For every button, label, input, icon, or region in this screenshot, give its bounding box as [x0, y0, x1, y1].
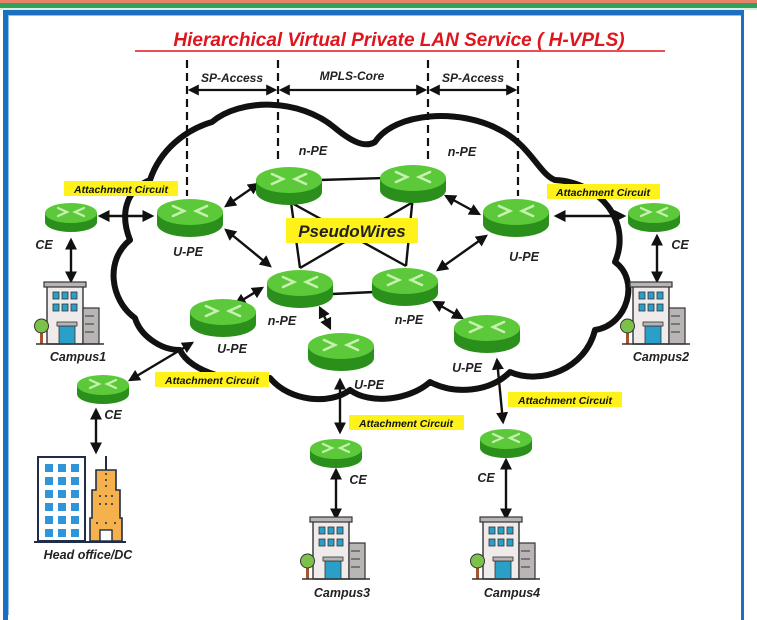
router-icon [155, 197, 225, 239]
router-npe-top-left [254, 165, 324, 207]
label-ce-campus2: CE [671, 238, 689, 252]
office-building-icon [299, 516, 371, 580]
attachment-circuit-text: Attachment Circuit [73, 184, 168, 196]
router-icon [370, 266, 440, 308]
top-band-salmon [0, 0, 757, 3]
label-ce-campus3: CE [349, 473, 367, 487]
attachment-circuit-label-campus2: Attachment Circuit [547, 184, 660, 199]
site-label-campus4: Campus4 [484, 586, 540, 600]
segment-label-sp-access-right: SP-Access [442, 71, 504, 85]
label-npe-bottom-right: n-PE [395, 313, 424, 327]
router-icon [378, 163, 448, 205]
attachment-circuit-text: Attachment Circuit [517, 395, 612, 407]
label-npe-bottom-left: n-PE [268, 314, 297, 328]
link-cehq-upe-bl [127, 341, 195, 382]
skyscraper-icon [34, 456, 126, 543]
attachment-circuit-label-head-office: Attachment Circuit [155, 372, 269, 387]
router-icon [308, 437, 364, 470]
top-band-green [0, 3, 757, 8]
campus1-building [33, 281, 105, 345]
router-ce-head-office [75, 373, 131, 406]
router-icon [452, 313, 522, 355]
pseudowires-label: PseudoWires [298, 222, 406, 241]
router-ce-campus1 [43, 201, 99, 234]
pseudowire-top [319, 176, 385, 182]
router-upe-bottom-right [452, 313, 522, 355]
router-icon [265, 268, 335, 310]
router-icon [254, 165, 324, 207]
router-ce-campus2 [626, 201, 682, 234]
router-npe-top-right [378, 163, 448, 205]
link-upe-r-npe-br [436, 234, 488, 272]
label-npe-top-right: n-PE [448, 145, 477, 159]
site-label-campus2: Campus2 [633, 350, 689, 364]
diagram-title: Hierarchical Virtual Private LAN Service… [173, 30, 624, 51]
segment-label-mpls-core: MPLS-Core [320, 69, 385, 83]
link-npe-br-upe-br [431, 300, 465, 320]
pseudowire-bottom [331, 290, 375, 296]
link-npe-tr-upe-r [443, 194, 482, 216]
label-ce-campus1: CE [35, 238, 53, 252]
segment-label-sp-access-left: SP-Access [201, 71, 263, 85]
label-ce-campus4: CE [477, 471, 495, 485]
router-icon [43, 201, 99, 234]
router-upe-bottom-left [188, 297, 258, 339]
router-ce-campus3 [308, 437, 364, 470]
router-upe-left [155, 197, 225, 239]
site-label-campus1: Campus1 [50, 350, 106, 364]
router-icon [626, 201, 682, 234]
attachment-circuit-label-campus4: Attachment Circuit [508, 392, 622, 407]
attachment-circuit-text: Attachment Circuit [555, 187, 650, 199]
pseudowires-highlight [286, 218, 418, 243]
router-npe-bottom-right [370, 266, 440, 308]
router-ce-campus4 [478, 427, 534, 460]
slide-frame-inner [8, 15, 741, 615]
attachment-circuit-text: Attachment Circuit [358, 418, 453, 430]
attachment-circuit-label-campus1: Attachment Circuit [64, 181, 178, 196]
label-upe-bottom-center: U-PE [354, 378, 385, 392]
campus3-building [299, 516, 371, 580]
router-npe-bottom-left [265, 268, 335, 310]
label-ce-head-office: CE [104, 408, 122, 422]
label-upe-right: U-PE [509, 250, 540, 264]
label-upe-bottom-left: U-PE [217, 342, 248, 356]
label-upe-left: U-PE [173, 245, 204, 259]
site-label-campus3: Campus3 [314, 586, 370, 600]
label-upe-bottom-right: U-PE [452, 361, 483, 375]
label-npe-top-left: n-PE [299, 144, 328, 158]
campus4-building [469, 516, 541, 580]
link-upe-l-npe-tl [224, 182, 260, 208]
link-upe-l-npe-bl [224, 228, 272, 268]
router-icon [75, 373, 131, 406]
router-icon [188, 297, 258, 339]
router-upe-bottom-center [306, 331, 376, 373]
router-icon [481, 197, 551, 239]
attachment-circuit-text: Attachment Circuit [164, 375, 259, 387]
link-upe-br-ce4 [491, 357, 509, 425]
router-icon [306, 331, 376, 373]
link-npe-bl-upe-bc [318, 305, 332, 331]
router-icon [478, 427, 534, 460]
top-band-light [0, 8, 757, 10]
attachment-circuit-label-campus3: Attachment Circuit [349, 415, 464, 430]
site-label-head-office: Head office/DC [44, 548, 134, 562]
office-building-icon [33, 281, 105, 345]
office-building-icon [469, 516, 541, 580]
router-upe-right [481, 197, 551, 239]
